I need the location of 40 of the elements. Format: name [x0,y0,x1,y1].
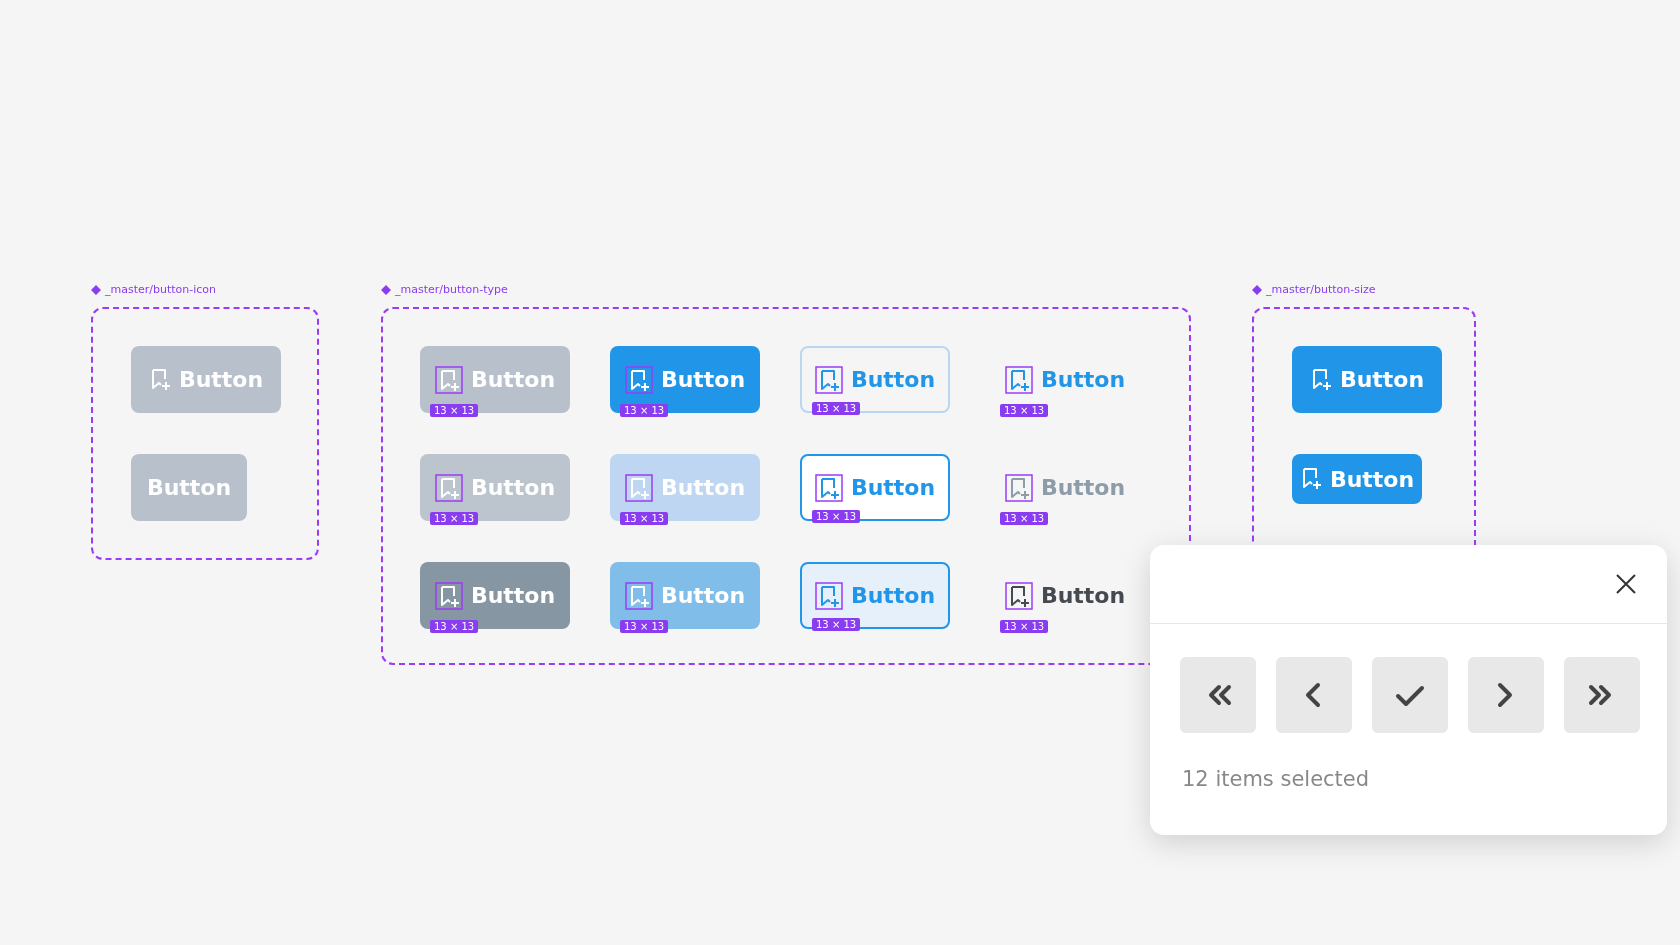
status-text: 12 items selected [1182,767,1370,791]
button-label: Button [1040,367,1126,392]
button [1292,346,1442,413]
size-badge: 13 × 13 [812,402,861,415]
button-label: Button [1040,475,1126,500]
size-badge: 13 × 13 [812,618,861,631]
frame-label: _master/button-size [1266,283,1376,296]
button [800,346,950,413]
size-badge: 13 × 13 [620,404,669,417]
button-label: Button [850,583,936,608]
button-label: Button [660,583,746,608]
button-label: Button [1329,466,1415,492]
size-badge: 13 × 13 [430,620,479,633]
button [800,454,950,521]
button [131,346,281,413]
button-label: Button [850,367,936,392]
size-badge: 13 × 13 [1000,512,1049,525]
button-label: Button [470,367,556,392]
button-label: Button [660,475,746,500]
button-label: Button [1040,583,1126,608]
button-label: Button [146,475,232,500]
size-badge: 13 × 13 [812,510,861,523]
size-badge: 13 × 13 [430,404,479,417]
button [1292,454,1422,504]
size-badge: 13 × 13 [430,512,479,525]
frame-label: _master/button-type [395,283,508,296]
button-label: Button [470,583,556,608]
dialog-panel [1150,545,1667,835]
button-label: Button [178,367,264,392]
size-badge: 13 × 13 [1000,404,1049,417]
frame-label: _master/button-icon [105,283,217,296]
button-label: Button [850,475,936,500]
button-label: Button [660,367,746,392]
size-badge: 13 × 13 [620,512,669,525]
size-badge: 13 × 13 [1000,620,1049,633]
button [800,562,950,629]
size-badge: 13 × 13 [620,620,669,633]
button-label: Button [1339,367,1425,392]
button-label: Button [470,475,556,500]
button [131,454,247,521]
